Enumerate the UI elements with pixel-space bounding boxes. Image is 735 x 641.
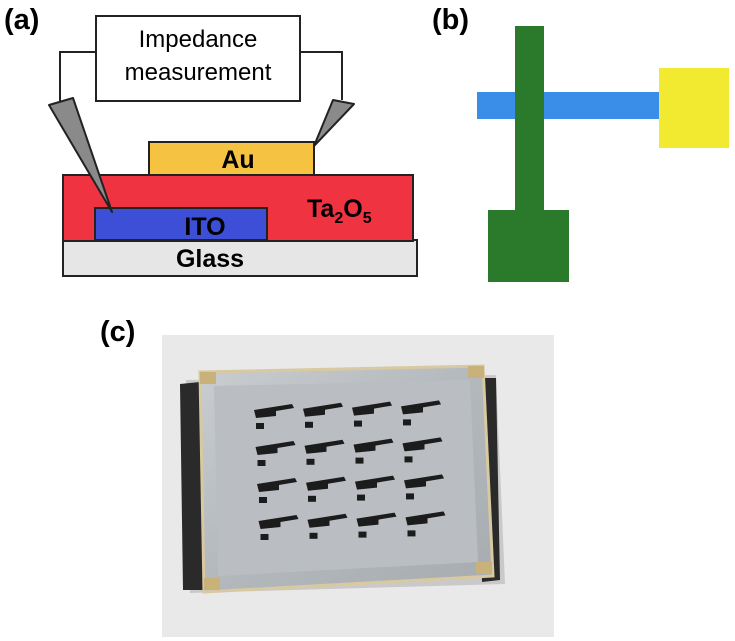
electrode-pad xyxy=(355,457,364,464)
electrode-cell xyxy=(404,474,444,500)
electrode-cell xyxy=(353,438,394,464)
electrode-pad xyxy=(404,456,413,463)
glass-label: Glass xyxy=(176,245,244,273)
electrode-cell xyxy=(355,475,395,501)
electrode-pad xyxy=(256,423,264,429)
corner-contact-br xyxy=(476,562,492,574)
impedance-label-line1: Impedance xyxy=(139,26,258,53)
electrode-pad xyxy=(260,534,269,540)
electrode-top-line xyxy=(306,476,346,491)
corner-contact-tr xyxy=(468,366,484,378)
panel-b-electrode-layout xyxy=(477,26,729,282)
glass-edge-left xyxy=(180,382,203,590)
au-label: Au xyxy=(221,146,254,174)
electrode-pad xyxy=(407,530,416,537)
probe-right xyxy=(313,99,355,147)
electrode-top-line xyxy=(353,438,394,453)
electrode-top-line xyxy=(257,478,297,492)
electrode-top-line xyxy=(355,475,395,490)
electrode-top-line xyxy=(304,439,345,454)
electrode-cell xyxy=(306,476,346,502)
corner-contact-tl xyxy=(200,372,216,384)
ta2o5-label: Ta2O5 xyxy=(307,195,372,227)
electrode-cell xyxy=(258,515,299,540)
yellow-contact-pad xyxy=(659,68,729,148)
electrode-cell xyxy=(304,439,345,465)
wire-right xyxy=(300,51,343,100)
electrode-pad xyxy=(309,532,318,539)
glass-layer xyxy=(62,239,418,277)
electrode-top-line xyxy=(303,402,343,417)
panel-label-a: (a) xyxy=(4,4,40,36)
electrode-cell xyxy=(307,513,348,539)
electrode-pad xyxy=(358,531,367,538)
panel-c-device-photo xyxy=(162,335,554,637)
electrode-top-line xyxy=(352,401,392,416)
electrode-pad xyxy=(354,420,362,427)
electrode-pad xyxy=(259,497,267,503)
electrode-cell xyxy=(405,511,446,537)
electrode-top-line xyxy=(258,515,299,529)
electrode-cell xyxy=(254,404,294,429)
electrode-cell xyxy=(352,401,392,427)
panel-a-device-schematic: Impedance measurement Glass Ta2O5 ITO Au xyxy=(48,15,418,277)
electrode-pad xyxy=(257,460,266,466)
electrode-cell xyxy=(303,402,343,428)
electrode-top-line xyxy=(254,404,294,418)
electrode-pad xyxy=(308,495,316,502)
impedance-measurement-box xyxy=(95,15,301,102)
electrode-pattern-grid xyxy=(254,400,446,540)
electrode-pad xyxy=(357,494,365,501)
impedance-label-line2: measurement xyxy=(125,59,272,86)
electrode-pad xyxy=(305,421,313,428)
electrode-top-line xyxy=(402,437,443,452)
probe-left xyxy=(48,97,113,213)
wire-left xyxy=(59,51,96,102)
ito-layer xyxy=(94,207,268,241)
electrode-top-line xyxy=(356,512,397,527)
electrode-top-line xyxy=(405,511,446,526)
panel-label-c: (c) xyxy=(100,316,136,348)
ito-label: ITO xyxy=(184,213,225,241)
corner-contact-bl xyxy=(204,578,220,590)
electrode-top-line xyxy=(404,474,444,489)
electrode-top-line xyxy=(401,400,441,415)
au-layer xyxy=(148,141,315,176)
electrode-pad xyxy=(406,493,414,500)
electrode-pad xyxy=(306,458,315,465)
green-contact-pad xyxy=(488,210,569,282)
bottom-electrode-line xyxy=(477,92,662,119)
top-electrode-line xyxy=(515,26,544,216)
electrode-cell xyxy=(356,512,397,538)
electrode-cell xyxy=(257,478,297,503)
electrode-cell xyxy=(401,400,441,426)
panel-label-b: (b) xyxy=(432,4,470,36)
electrode-top-line xyxy=(255,441,296,455)
electrode-top-line xyxy=(307,513,348,528)
electrode-pad xyxy=(403,419,411,426)
electrode-cell xyxy=(402,437,443,463)
electrode-cell xyxy=(255,441,296,466)
